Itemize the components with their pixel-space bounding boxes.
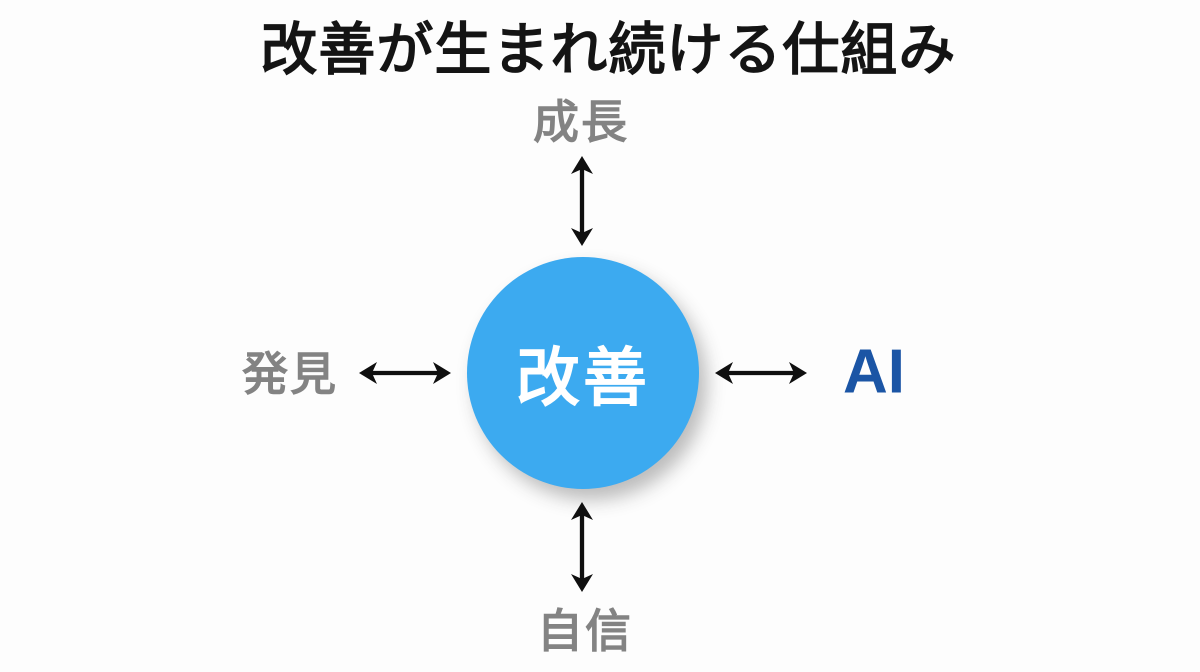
kaizen-circle-label: 改善 <box>516 342 650 414</box>
double-arrow-right-icon <box>714 357 808 389</box>
double-arrow-left-icon <box>358 357 452 389</box>
node-ai-label: AI <box>843 337 905 407</box>
node-growth-label: 成長 <box>533 96 629 148</box>
page-title: 改善が生まれ続ける仕組み <box>260 18 957 82</box>
node-confidence-label: 自信 <box>537 605 633 657</box>
kaizen-circle: 改善 <box>467 257 699 489</box>
double-arrow-bottom-icon <box>566 501 598 593</box>
double-arrow-top-icon <box>566 155 598 247</box>
node-discovery-label: 発見 <box>242 348 338 400</box>
